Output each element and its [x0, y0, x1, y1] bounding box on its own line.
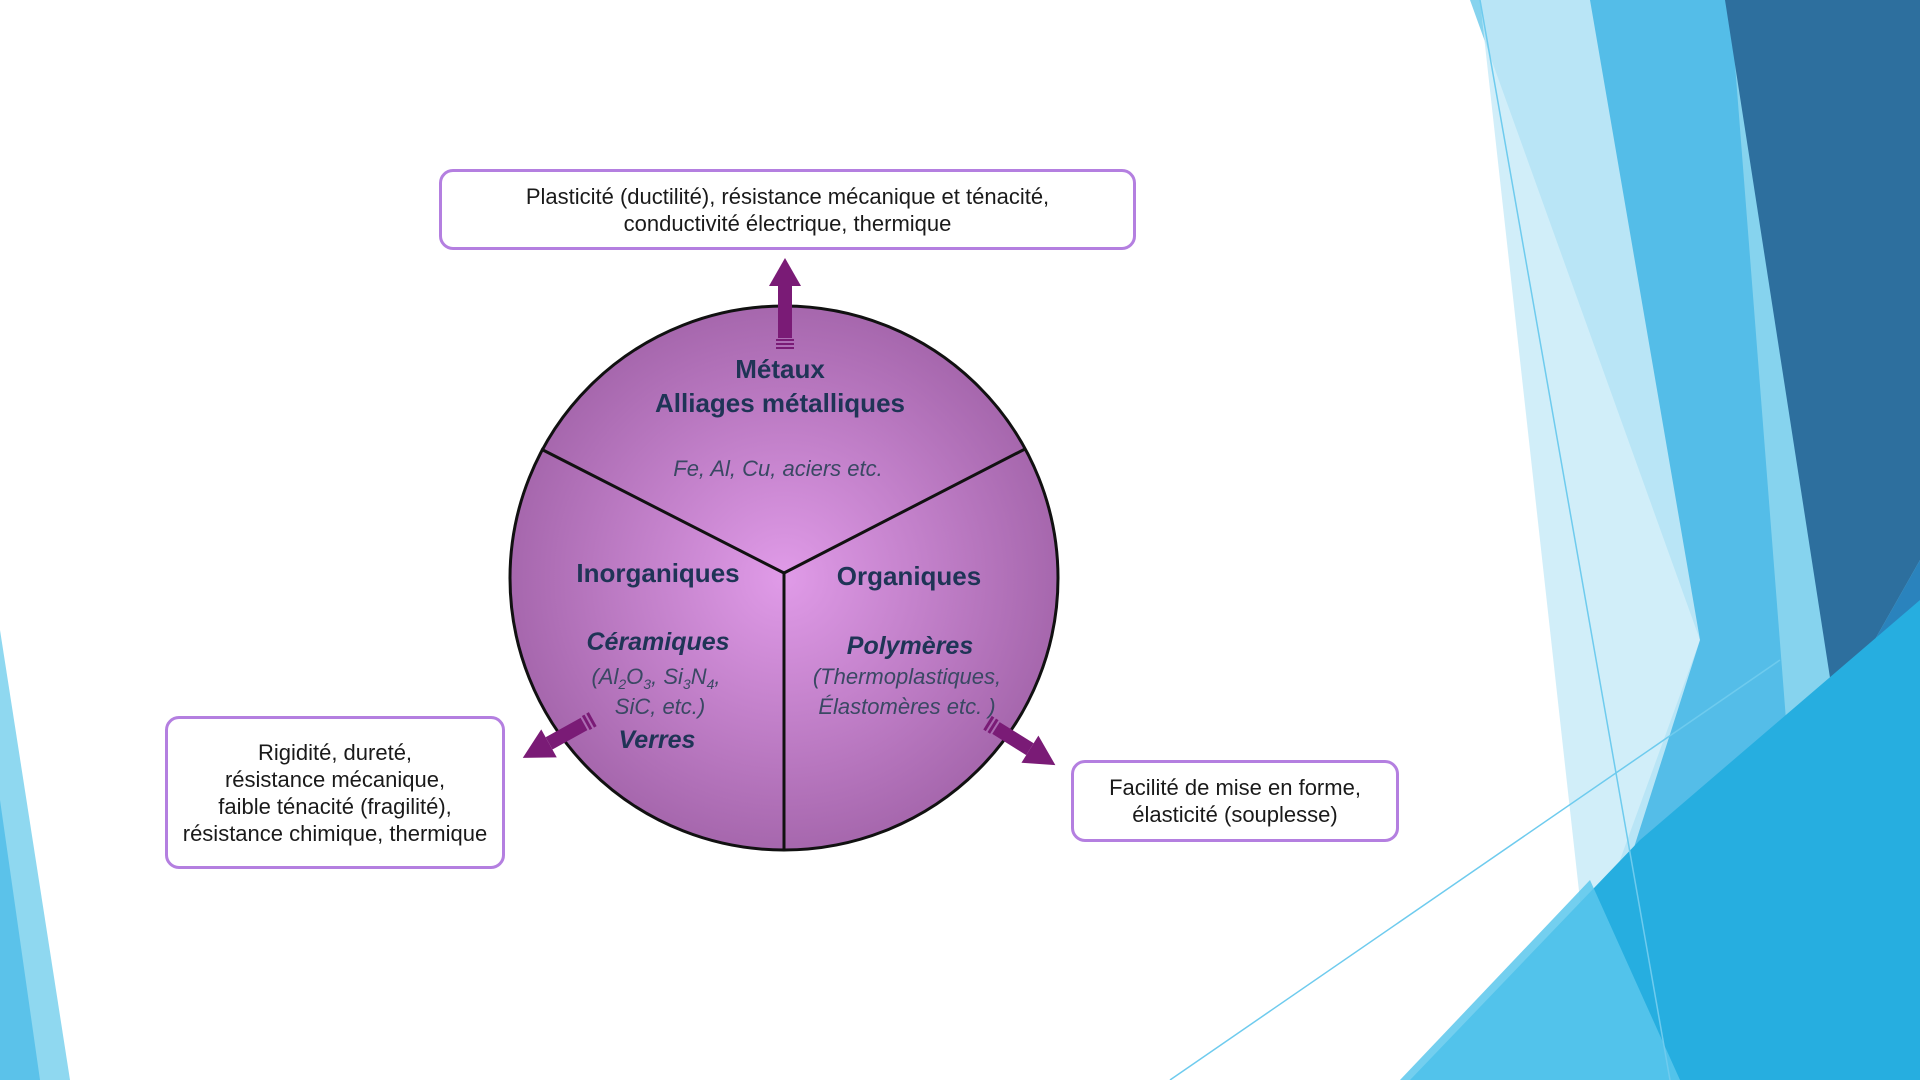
inorganiques-property-line: résistance mécanique,	[224, 766, 446, 792]
polymeres-examples-line1: (Thermoplastiques,	[813, 664, 1001, 689]
inorganiques-properties-box: Rigidité, dureté, résistance mécanique, …	[165, 716, 505, 869]
thin-line-1	[1479, 0, 1671, 1080]
inorganiques-property-line: résistance chimique, thermique	[182, 820, 488, 846]
organiques-properties-box: Facilité de mise en forme, élasticité (s…	[1071, 760, 1399, 842]
organiques-title: Organiques	[837, 561, 981, 591]
ceramiques-examples-line2: SiC, etc.)	[615, 694, 705, 719]
verres-label: Verres	[619, 726, 696, 754]
left-facet-mid	[0, 800, 40, 1080]
metaux-properties-box: Plasticité (ductilité), résistance mécan…	[439, 169, 1136, 250]
divider-left	[540, 447, 785, 575]
metaux-subtitle: Alliages métalliques	[655, 388, 905, 418]
right-facet-dark	[1725, 0, 1920, 710]
arrow-down-right-organiques	[983, 715, 1056, 766]
organiques-property-line: élasticité (souplesse)	[1132, 802, 1338, 827]
inorganiques-property-line: Rigidité, dureté,	[257, 739, 413, 765]
right-facet-bottom	[1400, 880, 1680, 1080]
metaux-title: Métaux	[735, 354, 825, 384]
inorganiques-property-line: faible ténacité (fragilité),	[218, 793, 452, 819]
metaux-examples: Fe, Al, Cu, aciers etc.	[673, 456, 882, 481]
organiques-property-line: Facilité de mise en forme,	[1109, 775, 1361, 800]
ceramiques-examples-line1: (Al2O3, Si3N4,	[591, 664, 720, 692]
thin-line-2	[1169, 659, 1781, 1080]
ceramiques-label: Céramiques	[586, 628, 729, 656]
polymeres-examples-line2: Élastomères etc. )	[818, 694, 995, 719]
divider-right	[783, 447, 1026, 575]
metaux-property-line: conductivité électrique, thermique	[623, 210, 952, 236]
arrow-down-left-inorganiques	[522, 712, 597, 758]
arrow-up-metaux	[769, 258, 801, 349]
metaux-property-line: Plasticité (ductilité), résistance mécan…	[525, 183, 1050, 209]
inorganiques-title: Inorganiques	[576, 558, 739, 588]
polymeres-label: Polymères	[847, 632, 974, 660]
